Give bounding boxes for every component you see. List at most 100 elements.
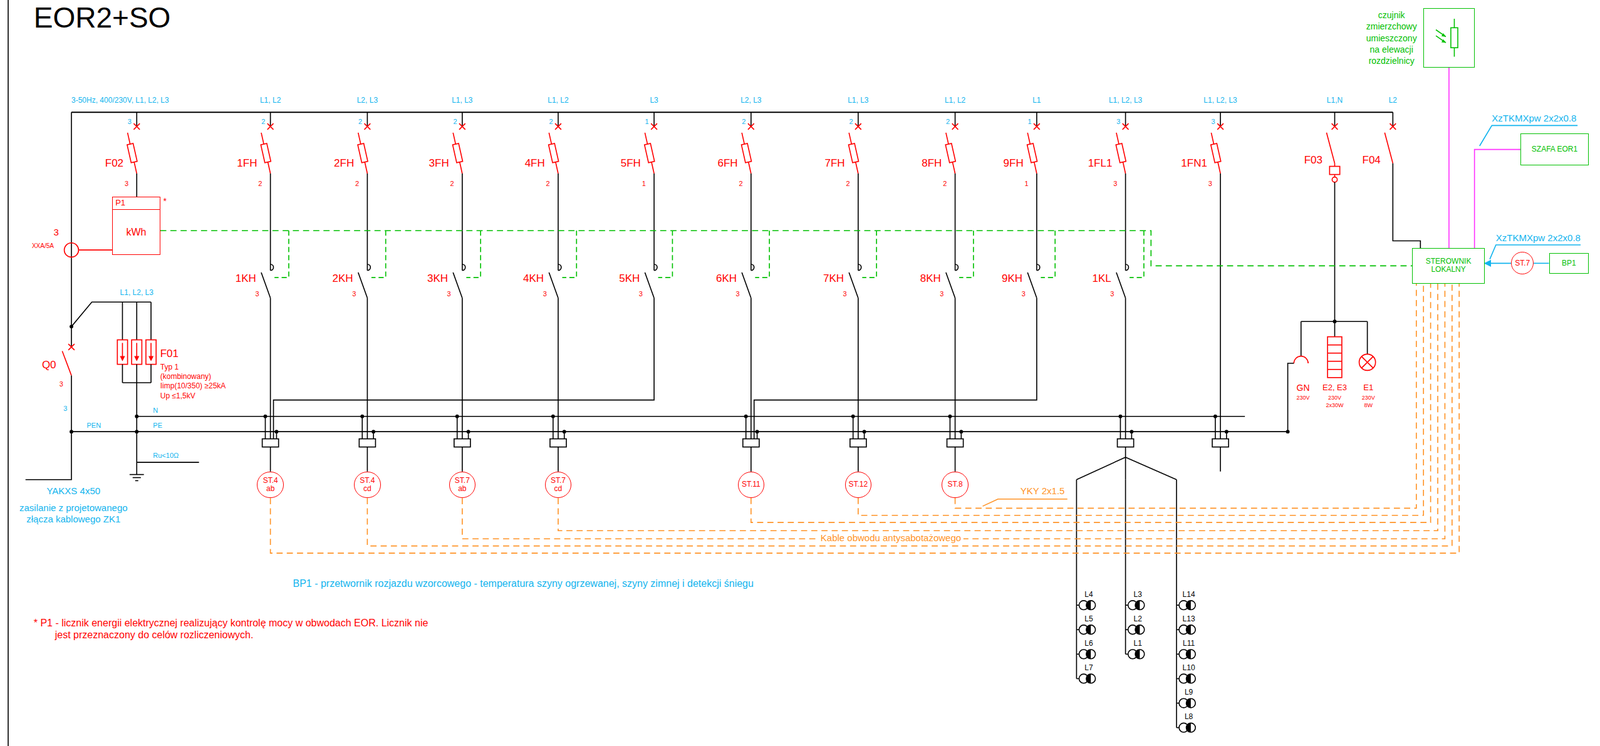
fuse-switch-symbol [261,132,271,174]
wire [750,112,752,127]
conductor-label: N [152,406,158,415]
phase-label: L1, L2 [547,96,569,106]
earth-lead [136,461,199,463]
wire [1125,447,1127,458]
note: * P1 - licznik energii elektrycznej real… [33,616,445,641]
wire [276,431,278,439]
breaker-mark [650,123,658,130]
wire [1125,457,1177,480]
surge-arrester-arrow [122,342,124,358]
lamp-label: L4 [1084,590,1093,600]
wire [557,112,559,127]
breaker-mark [133,123,140,130]
wire [653,112,655,127]
pole-count: 3 [939,290,944,299]
wire [1288,363,1295,432]
contactor-symbol [452,272,463,299]
control-link [658,230,673,278]
terminal-block [947,439,964,448]
junction-dot [134,414,139,419]
note: BP1 - przetwornik rozjazdu wzorcowego - … [292,578,754,590]
wire [653,173,655,271]
wire [135,112,138,127]
pole-count: 1 [1027,117,1032,126]
supply-cable [25,375,72,480]
contactor-mark [654,264,658,271]
control-link [862,230,877,278]
wire [1076,479,1078,680]
control-link [959,230,974,278]
pole-count: 3 [63,404,68,413]
control-link [1040,230,1055,278]
wire [1036,112,1038,127]
sensor-symbol [1450,27,1458,48]
contactor-symbol [261,272,271,299]
phase-label: L1, L3 [451,96,473,106]
fuse-label: 9FH [1003,157,1024,170]
lamp-symbol [1186,600,1191,611]
wire [135,364,138,383]
breaker-label: Q0 [41,358,57,372]
pole-count: 2 [355,179,359,188]
breaker-mark [1033,123,1040,130]
wire [750,298,752,440]
breaker-mark [459,123,466,130]
lamp-symbol [1086,649,1096,660]
wire [367,173,369,271]
contactor-label: 7KH [823,272,844,286]
pole-count: 2 [261,117,265,126]
controller-box: STEROWNIK LOKALNY [1412,248,1485,284]
wire [961,431,963,439]
pole-count: 2 [450,179,455,188]
pole-count: 3 [843,290,847,299]
wire [1175,479,1178,728]
lamp-symbol [1361,356,1374,369]
spd-label: F01 [160,348,179,361]
lamp-label: L6 [1084,639,1093,649]
wire [150,364,152,383]
lamp-label: L5 [1084,615,1093,624]
wire [1076,457,1126,480]
wire [367,112,369,127]
fuse-switch-symbol [644,132,655,174]
wire [954,298,956,440]
fuse-link-symbol [1027,143,1038,163]
contactor-mark [1036,264,1040,271]
wire [857,447,859,472]
wire [122,364,124,383]
breaker-mark [748,123,755,130]
wire [1125,457,1127,480]
spd-spec: Up ≤1,5kV [160,392,196,401]
pole-count: 2 [945,117,950,126]
surge-arrester-arrow [148,356,154,362]
wire [1300,321,1302,356]
breaker-mark [363,123,371,130]
spd-spec: (kombinowany) [160,372,212,382]
fuse-link-symbol [127,143,138,163]
pole-count: 2 [845,179,850,188]
fuse-switch-symbol [452,132,463,174]
contactor-label: 2KH [332,272,353,286]
fuse-link-symbol [260,143,271,163]
node-text: ST.8 [947,480,963,489]
load-rating: 2x30W [1325,402,1344,409]
fuse-label: 1FL1 [1088,157,1113,170]
terminal-circle: ST.7 [1511,251,1534,275]
phase-label: L1, L2 [259,96,281,106]
breaker-label: F03 [1304,154,1323,167]
wire [1120,416,1122,440]
pole-count: 3 [59,379,64,388]
anti-sabotage-cable [270,283,1460,554]
anti-sabotage-cable [858,283,1424,516]
switch-label: F04 [1362,154,1381,167]
heater-symbol [1327,360,1342,363]
pole-count: 1 [1024,179,1029,188]
wire [270,173,272,271]
fuse-label: 4FH [524,157,546,170]
terminal-block [358,439,376,448]
wire [1125,173,1127,271]
pole-count: 2 [546,179,551,188]
load-rating: 8W [1364,402,1374,409]
fuse-link-symbol [741,143,752,163]
wire [754,298,1037,440]
